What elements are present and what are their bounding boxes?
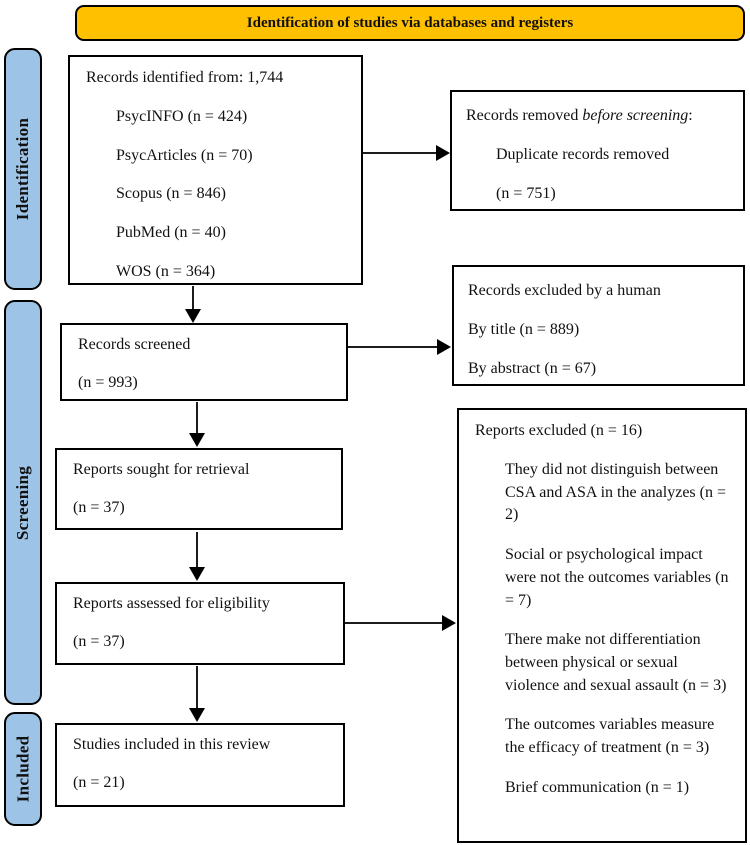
box-reports-sought: Reports sought for retrieval (n = 37)	[55, 448, 343, 530]
database-psycinfo: PsycINFO (n = 424)	[116, 107, 248, 125]
exclusion-reason-differentiation: There make not differentiation between p…	[505, 631, 727, 694]
arrow-sought-to-assessed	[189, 532, 205, 581]
box-reports-excluded: Reports excluded (n = 16) They did not d…	[457, 408, 747, 843]
excluded-by-title: By title (n = 889)	[468, 321, 580, 338]
exclusion-reason-csa-asa: They did not distinguish between CSA and…	[505, 461, 727, 524]
stage-label-identification: Identification	[13, 117, 32, 221]
exclusion-reason-outcomes: Social or psychological impact were not …	[505, 546, 729, 609]
records-screened-count: (n = 993)	[78, 373, 138, 391]
stage-label-included: Included	[13, 735, 32, 803]
stage-bar-identification: Identification	[4, 48, 42, 290]
box-reports-assessed: Reports assessed for eligibility (n = 37…	[55, 582, 345, 665]
database-psycarticles: PsycArticles (n = 70)	[116, 146, 253, 164]
records-removed-title: Records removed before screening:	[466, 107, 693, 124]
box-records-removed-before-screening: Records removed before screening: Duplic…	[450, 90, 745, 211]
banner-identification-via-databases: Identification of studies via databases …	[75, 5, 745, 41]
excluded-by-abstract: By abstract (n = 67)	[468, 360, 597, 377]
duplicates-removed-label: Duplicate records removed	[496, 146, 670, 163]
database-scopus: Scopus (n = 846)	[116, 185, 226, 203]
exclusion-reason-brief-communication: Brief communication (n = 1)	[505, 778, 690, 796]
box-records-identified: Records identified from: 1,744 PsycINFO …	[68, 55, 363, 285]
box-records-screened: Records screened (n = 993)	[60, 323, 348, 401]
duplicates-removed-count: (n = 751)	[496, 185, 556, 202]
records-screened-label: Records screened	[78, 336, 191, 353]
arrow-identified-to-screened	[185, 286, 201, 323]
studies-included-label: Studies included in this review	[73, 736, 271, 753]
before-screening-italic: before screening	[582, 107, 689, 124]
database-wos: WOS (n = 364)	[116, 262, 216, 280]
box-records-excluded-by-human: Records excluded by a human By title (n …	[452, 265, 745, 386]
exclusion-reason-efficacy: The outcomes variables measure the effic…	[505, 716, 715, 757]
arrow-assessed-to-reports-excluded	[345, 615, 456, 631]
reports-excluded-title: Reports excluded (n = 16)	[475, 422, 643, 439]
records-identified-title: Records identified from: 1,744	[86, 69, 284, 86]
reports-assessed-label: Reports assessed for eligibility	[73, 595, 270, 612]
reports-sought-label: Reports sought for retrieval	[73, 461, 250, 478]
arrow-assessed-to-included	[189, 666, 205, 722]
studies-included-count: (n = 21)	[73, 773, 125, 791]
banner-title: Identification of studies via databases …	[246, 14, 574, 31]
reports-assessed-count: (n = 37)	[73, 632, 125, 650]
arrow-screened-to-excluded-human	[348, 339, 451, 355]
arrow-screened-to-sought	[189, 402, 205, 447]
arrow-identified-to-removed	[363, 145, 450, 161]
database-pubmed: PubMed (n = 40)	[116, 224, 226, 242]
reports-sought-count: (n = 37)	[73, 498, 125, 516]
stage-bar-screening: Screening	[4, 300, 42, 705]
excluded-human-title: Records excluded by a human	[468, 282, 661, 299]
stage-label-screening: Screening	[13, 465, 33, 540]
box-studies-included: Studies included in this review (n = 21)	[55, 723, 345, 807]
stage-bar-included: Included	[4, 712, 42, 826]
